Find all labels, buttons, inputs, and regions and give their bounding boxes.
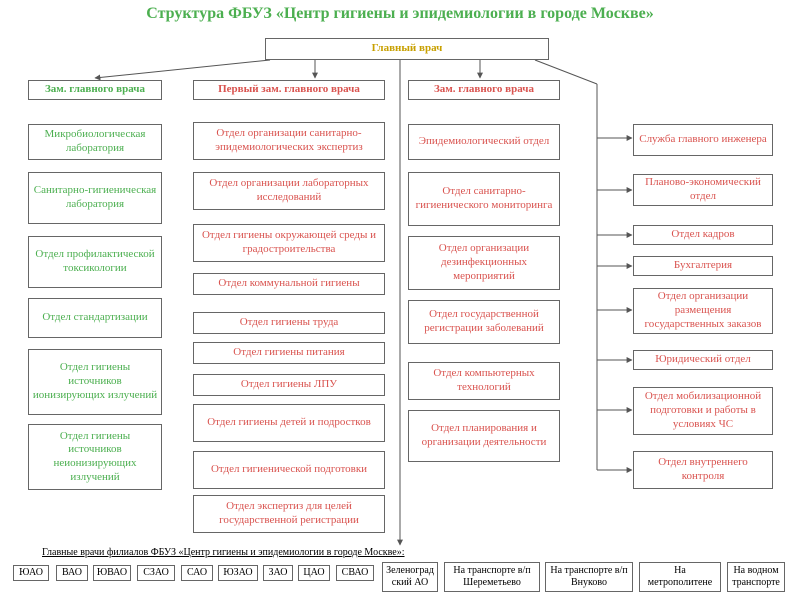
column-header-first-deputy: Первый зам. главного врача — [193, 80, 385, 100]
branch-box: САО — [181, 565, 213, 581]
dept-box: Отдел внутреннего контроля — [633, 451, 773, 489]
dept-box: Эпидемиологический отдел — [408, 124, 560, 160]
branch-box: На транспорте в/п Внуково — [545, 562, 633, 592]
branches-label: Главные врачи филиалов ФБУЗ «Центр гигие… — [42, 547, 405, 558]
dept-box: Микробиологическая лаборатория — [28, 124, 162, 160]
dept-box: Отдел коммунальной гигиены — [193, 273, 385, 295]
dept-box: Отдел кадров — [633, 225, 773, 245]
column-header-deputy-2: Зам. главного врача — [408, 80, 560, 100]
dept-box: Отдел организации размещения государстве… — [633, 288, 773, 334]
branch-box: ВАО — [56, 565, 88, 581]
dept-box: Отдел компьютерных технологий — [408, 362, 560, 400]
dept-box: Отдел санитарно-гигиенического мониторин… — [408, 172, 560, 226]
dept-box: Санитарно-гигиеническая лаборатория — [28, 172, 162, 224]
dept-box: Юридический отдел — [633, 350, 773, 370]
dept-box: Отдел организации лабораторных исследова… — [193, 172, 385, 210]
dept-box: Отдел стандартизации — [28, 298, 162, 338]
dept-box: Отдел гигиены источников ионизирующих из… — [28, 349, 162, 415]
branch-box: СВАО — [336, 565, 374, 581]
dept-box: Отдел мобилизационной подготовки и работ… — [633, 387, 773, 435]
page-title: Структура ФБУЗ «Центр гигиены и эпидемио… — [146, 5, 654, 22]
dept-box: Отдел государственной регистрации заболе… — [408, 300, 560, 344]
dept-box: Планово-экономический отдел — [633, 174, 773, 206]
chief-label: Главный врач — [371, 42, 443, 55]
dept-box: Отдел экспертиз для целей государственно… — [193, 495, 385, 533]
branch-box: ЮЗАО — [218, 565, 258, 581]
branch-box: ЗАО — [263, 565, 293, 581]
branch-box: На водном транспорте — [727, 562, 785, 592]
dept-box: Отдел гигиены питания — [193, 342, 385, 364]
branch-box: ЮАО — [13, 565, 49, 581]
branch-box: ЦАО — [298, 565, 330, 581]
chief-box: Главный врач — [265, 38, 549, 60]
dept-box: Отдел гигиены окружающей среды и градост… — [193, 224, 385, 262]
branch-box: ЮВАО — [93, 565, 131, 581]
column-header-deputy-1: Зам. главного врача — [28, 80, 162, 100]
branch-box: Зеленоград ский АО — [382, 562, 438, 592]
dept-box: Отдел гигиены источников неионизирующих … — [28, 424, 162, 490]
dept-box: Отдел организации дезинфекционных меропр… — [408, 236, 560, 290]
branch-box: На метрополитене — [639, 562, 721, 592]
dept-box: Отдел планирования и организации деятель… — [408, 410, 560, 462]
dept-box: Бухгалтерия — [633, 256, 773, 276]
dept-box: Отдел организации санитарно-эпидемиологи… — [193, 122, 385, 160]
dept-box: Служба главного инженера — [633, 124, 773, 156]
branch-box: СЗАО — [137, 565, 175, 581]
dept-box: Отдел гигиенической подготовки — [193, 451, 385, 489]
dept-box: Отдел гигиены ЛПУ — [193, 374, 385, 396]
dept-box: Отдел гигиены труда — [193, 312, 385, 334]
branch-box: На транспорте в/п Шереметьево — [444, 562, 540, 592]
dept-box: Отдел профилактической токсикологии — [28, 236, 162, 288]
dept-box: Отдел гигиены детей и подростков — [193, 404, 385, 442]
